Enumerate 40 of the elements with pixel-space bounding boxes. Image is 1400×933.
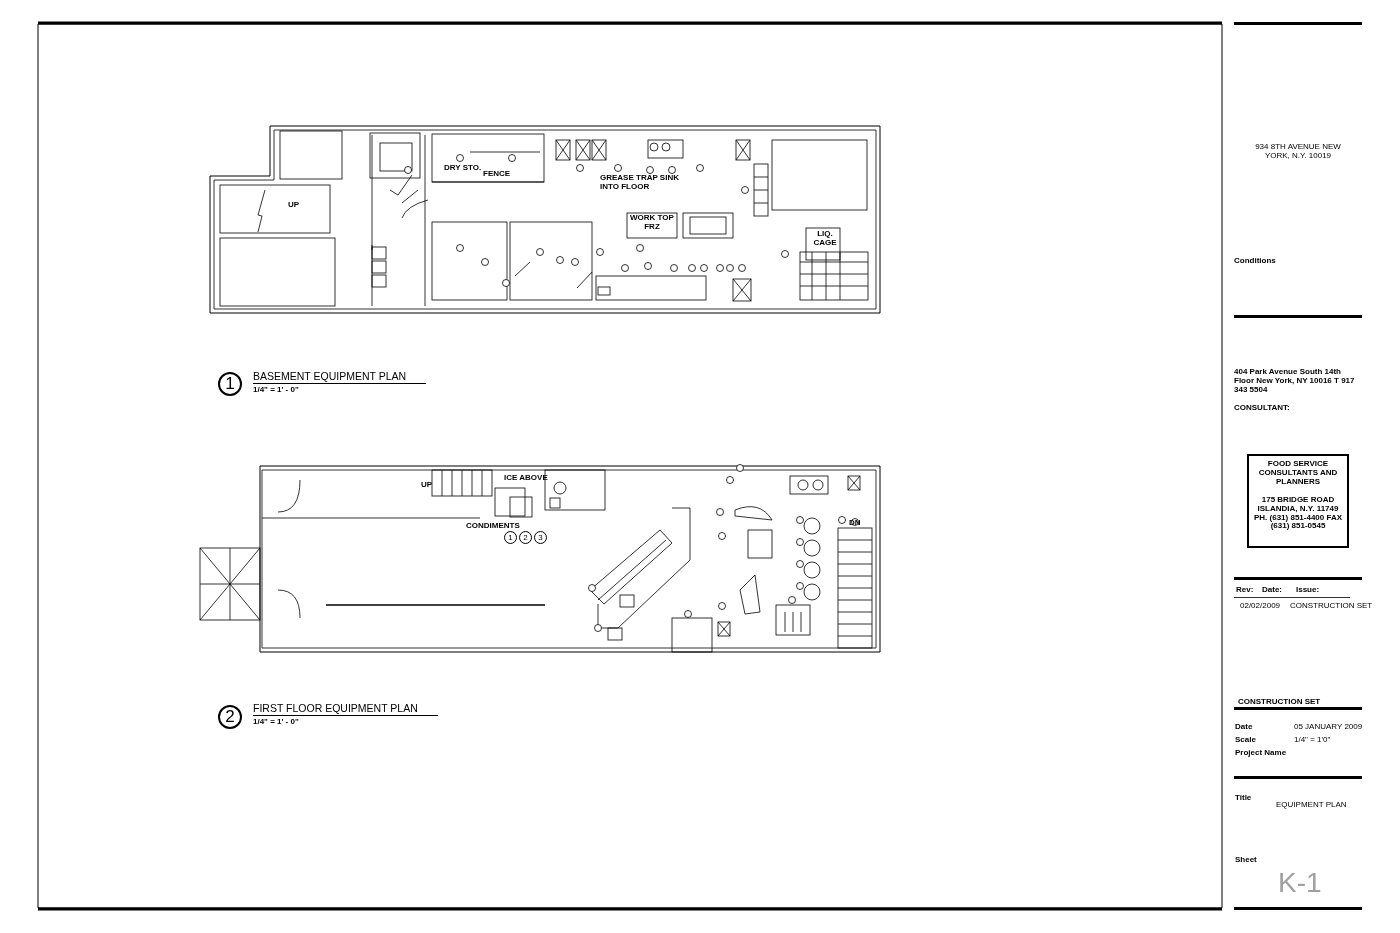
equipment-label: WORK TOP FRZ [629,214,675,232]
issue-text: CONSTRUCTION SET [1290,602,1373,611]
field-name: Date [1235,723,1253,732]
section-heading: Conditions [1234,257,1276,266]
field-name: Scale [1235,736,1256,745]
callout-number: 2 [218,705,242,729]
address-text: 404 Park Avenue South 14th Floor New York, NY 10016 T 917 343 5504 [1234,368,1356,395]
room-label: FENCE [483,170,511,179]
equipment-label: CONDIMENTS [466,522,520,531]
column-heading: Date: [1262,586,1282,595]
column-heading: Rev: [1236,586,1254,595]
plan-title: FIRST FLOOR EQUIPMENT PLAN [253,703,438,716]
stair-label: UP [421,481,433,490]
date-text: 02/02/2009 [1240,602,1281,611]
room-label: DRY STO. [444,164,482,173]
consultant-description: FOOD SERVICE CONSULTANTS AND PLANNERS [1257,460,1339,487]
tag-number: 1 [504,531,517,544]
column-heading: Issue: [1296,586,1320,595]
stair-label: DN [849,519,861,528]
drawing-title: EQUIPMENT PLAN [1276,801,1347,810]
tag-number: 3 [534,531,547,544]
room-label: GREASE TRAP SINK INTO FLOOR [600,174,680,192]
plan-title: BASEMENT EQUIPMENT PLAN [253,371,427,384]
callout-number: 1 [218,372,242,396]
field-value: 05 JANUARY 2009 [1294,723,1363,732]
set-heading: CONSTRUCTION SET [1238,698,1321,707]
scale-note: 1/4" = 1' - 0" [253,718,299,727]
stair-label: UP [288,201,300,210]
scale-note: 1/4" = 1' - 0" [253,386,299,395]
field-name: Project Name [1235,749,1287,758]
room-label: LIQ. CAGE [812,230,838,248]
sheet-number: K-1 [1278,868,1322,899]
section-heading: CONSULTANT: [1234,404,1290,413]
tag-number: 2 [519,531,532,544]
room-label: ICE ABOVE [504,474,548,483]
address-text: 934 8TH AVENUE NEW YORK, N.Y. 10019 [1254,143,1342,161]
address-text: 175 BRIDGE ROAD ISLANDIA, N.Y. 11749 PH. (631) 851-4400 FAX (631) 851-0545 [1253,496,1343,532]
field-name: Title [1235,794,1252,803]
field-value: 1/4" = 1'0" [1294,736,1331,745]
field-name: Sheet [1235,856,1257,865]
